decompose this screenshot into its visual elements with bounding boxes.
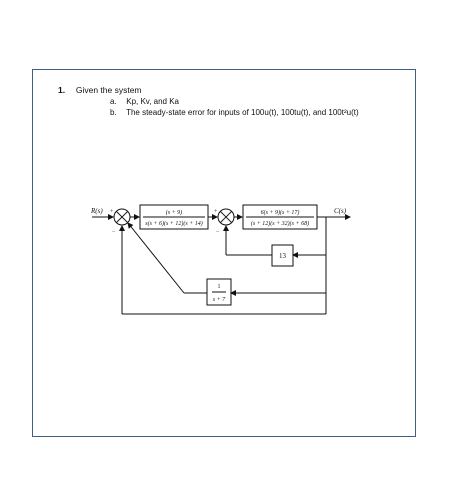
sum1-plus-sign: + [110, 209, 114, 215]
subquestion-b-text: The steady-state error for inputs of 100… [126, 108, 359, 117]
question-line: 1. Given the system [58, 85, 142, 95]
block-4-numerator: 1 [218, 284, 221, 290]
block-1-denominator: s(s + 6)(s + 12)(s + 14) [145, 220, 202, 227]
input-label: R(s) [90, 207, 103, 215]
block-2-numerator: 6(s + 9)(s + 17) [261, 209, 300, 216]
page-frame [32, 69, 416, 437]
sum1-minus-sign: − [112, 229, 116, 235]
subquestion-b: b. The steady-state error for inputs of … [110, 108, 359, 117]
subquestion-a: a. Kp, Kv, and Ka [110, 97, 179, 106]
question-number: 1. [58, 85, 66, 95]
block-4-denominator: s + 7 [213, 297, 226, 303]
sum2-plus-sign: + [214, 209, 218, 215]
question-text: Given the system [75, 85, 142, 95]
block-3-value: 13 [279, 252, 287, 260]
block-1-numerator: (s + 9) [166, 209, 182, 216]
subquestion-b-label: b. [110, 108, 117, 117]
block-2-denominator: (s + 12)(s + 32)(s + 68) [251, 220, 309, 227]
subquestion-a-text: Kp, Kv, and Ka [126, 97, 180, 106]
output-label: C(s) [334, 207, 347, 215]
subquestion-a-label: a. [110, 97, 117, 106]
block-4 [206, 278, 232, 306]
sum2-minus-sign: − [216, 229, 220, 235]
